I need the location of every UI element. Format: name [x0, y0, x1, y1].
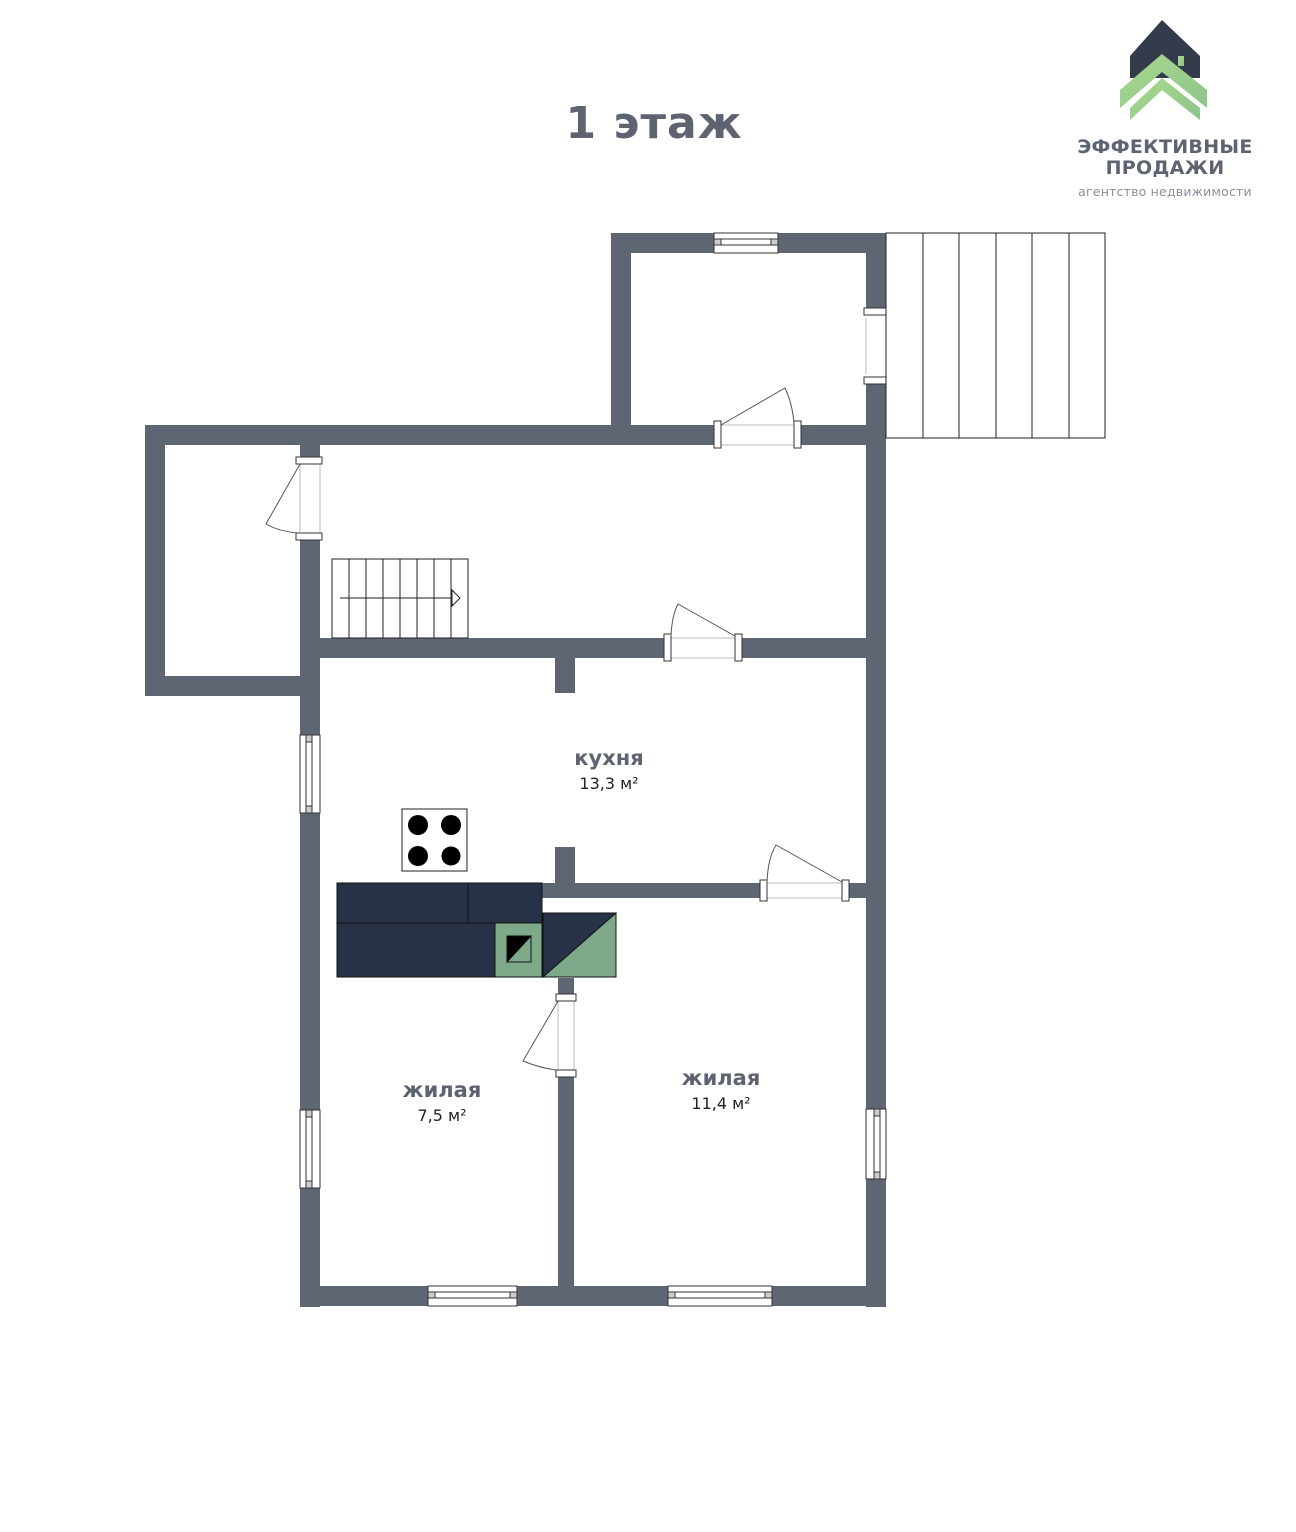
window-bedroom-left-icon	[299, 1109, 321, 1189]
porch-stairs-icon	[885, 232, 1106, 439]
window-kitchen-left-icon	[299, 734, 321, 814]
floor-title-text: 1 этаж	[565, 98, 743, 149]
room-name: кухня	[574, 746, 644, 770]
window-bottom-left-icon	[427, 1285, 518, 1307]
agency-name: ЭФФЕКТИВНЫЕ ПРОДАЖИ	[1060, 137, 1270, 179]
door-vestibule-icon	[713, 387, 802, 449]
agency-subtitle: агентство недвижимости	[1078, 184, 1252, 199]
windows	[299, 232, 887, 1307]
door-kitchen-icon	[663, 603, 743, 662]
window-top-vestibule-icon	[713, 232, 779, 254]
floor-title: 1 этаж	[0, 98, 1296, 149]
room-label-living-right: жилая 11,4 м²	[621, 1066, 821, 1113]
stove-icon	[401, 808, 468, 872]
room-area: 7,5 м²	[417, 1106, 467, 1125]
doors	[265, 307, 919, 1078]
room-label-kitchen: кухня 13,3 м²	[509, 746, 709, 793]
window-bedroom-right-side-icon	[865, 1108, 887, 1180]
stove-furnace-icon	[542, 912, 618, 979]
kitchen-counters-icon	[336, 882, 543, 978]
walls	[145, 233, 886, 1307]
window-bottom-right-icon	[667, 1285, 773, 1307]
agency-logo-icon	[1120, 20, 1207, 120]
agency-name-line1: ЭФФЕКТИВНЫЕ	[1077, 136, 1253, 158]
room-name: жилая	[681, 1066, 761, 1090]
room-name: жилая	[402, 1078, 482, 1102]
agency-name-line2: ПРОДАЖИ	[1105, 157, 1225, 179]
door-bedroom-right-icon	[759, 844, 850, 902]
room-label-living-left: жилая 7,5 м²	[342, 1078, 542, 1125]
room-area: 13,3 м²	[579, 774, 639, 793]
room-area: 11,4 м²	[691, 1094, 751, 1113]
door-storage-icon	[265, 456, 323, 541]
interior-stairs-icon	[331, 558, 469, 639]
door-bedroom-left-icon	[522, 993, 577, 1078]
